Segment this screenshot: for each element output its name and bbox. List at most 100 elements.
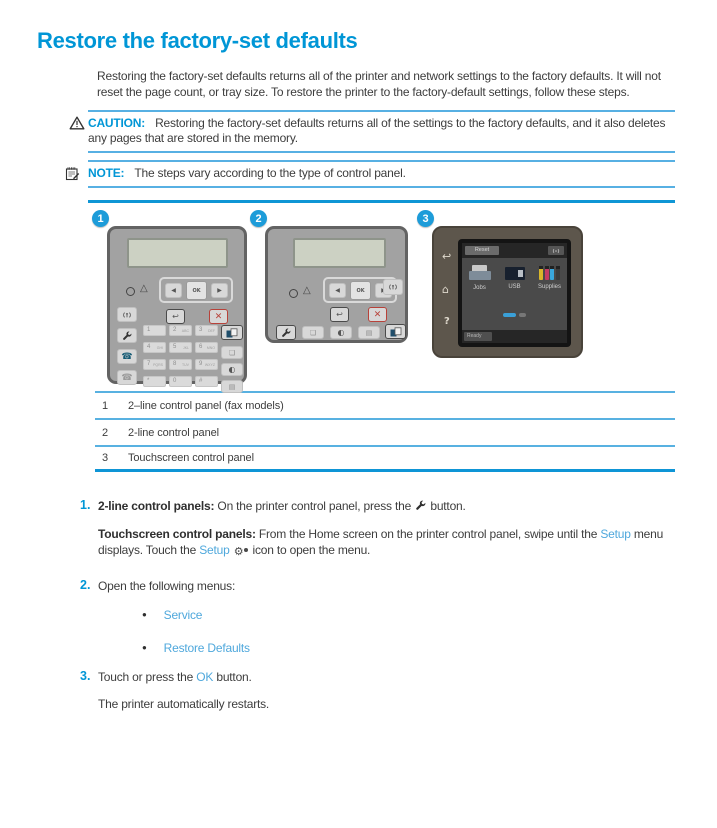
link-setup[interactable]: Setup <box>600 527 631 541</box>
copy-button <box>221 325 243 340</box>
usb-app: USB <box>499 265 531 291</box>
wrench-icon <box>415 499 426 515</box>
usb-label: USB <box>508 284 521 290</box>
ok-button: OK <box>186 281 207 300</box>
id-copy-button: ▤ <box>358 326 380 339</box>
reset-tab: Reset <box>465 246 499 255</box>
callout-badge-2: 2 <box>250 210 267 227</box>
two-line-control-panel-illustration: △ ◀ OK ▶ ↩ ✕ ❏ ◐ ▤ <box>265 226 408 343</box>
caution-label: CAUTION: <box>88 116 146 130</box>
step-2-text: Open the following menus: <box>98 579 236 593</box>
document-page: Restore the factory-set defaults Restori… <box>0 28 717 828</box>
table-row: 2 2-line control panel <box>95 418 675 445</box>
help-icon: ? <box>444 316 450 327</box>
gear-icon: ⚙ <box>234 543 249 560</box>
link-setup[interactable]: Setup <box>199 543 230 557</box>
step-3-result-text: The printer automatically restarts. <box>98 697 270 711</box>
bullet-icon: ● <box>142 610 147 619</box>
redial-button: ☎ <box>117 370 137 385</box>
step-number: 1. <box>80 498 91 512</box>
touchscreen-control-panel-illustration: ↩ ⌂ ? Reset Jobs <box>432 226 583 358</box>
note-callout: NOTE: The steps vary according to the typ… <box>65 160 675 188</box>
menu-link-restore-defaults[interactable]: Restore Defaults <box>163 641 250 655</box>
back-button: ↩ <box>166 309 185 324</box>
step-1: 1. 2-line control panels: On the printer… <box>80 498 670 560</box>
left-arrow-button: ◀ <box>165 283 182 298</box>
menu-link-service[interactable]: Service <box>163 608 203 622</box>
keypad-key-1: 1 <box>143 325 166 336</box>
touchscreen-bezel: Reset Jobs USB <box>458 239 571 347</box>
section-divider <box>88 200 675 203</box>
collate-button: ▤ <box>221 380 243 393</box>
step-2: 2. Open the following menus: ● Service ●… <box>80 578 670 669</box>
touchscreen-top-bar: Reset <box>462 243 567 258</box>
lcd-display <box>293 238 386 268</box>
legend-number: 2 <box>102 426 109 439</box>
note-label: NOTE: <box>88 166 125 180</box>
link-ok[interactable]: OK <box>196 670 214 684</box>
fax-button: ☎ <box>117 349 137 364</box>
supplies-label: Supplies <box>537 284 561 290</box>
back-button: ↩ <box>330 307 349 322</box>
attention-icon: △ <box>303 285 311 296</box>
step-3: 3. Touch or press the OK button. The pri… <box>80 669 670 712</box>
wireless-status-icon <box>548 246 564 255</box>
legend-number: 3 <box>102 452 109 464</box>
step-number: 2. <box>80 578 91 592</box>
jobs-icon <box>468 265 491 281</box>
copy-options-button: ❏ <box>302 326 324 339</box>
cancel-button: ✕ <box>368 307 387 322</box>
caution-callout: CAUTION:Restoring the factory-set defaul… <box>69 110 675 153</box>
touchscreen: Reset Jobs USB <box>462 243 567 343</box>
legend-number: 1 <box>102 399 109 412</box>
supplies-app: Supplies <box>534 265 566 291</box>
legend-description: Touchscreen control panel <box>128 452 254 464</box>
contrast-button: ◐ <box>221 363 243 376</box>
contrast-button: ◐ <box>330 326 352 339</box>
list-item: ● Service <box>142 607 670 623</box>
ready-status: Ready <box>464 332 492 341</box>
usb-icon <box>504 267 525 280</box>
back-icon: ↩ <box>442 250 452 263</box>
keypad-key-0: 0 <box>169 376 192 387</box>
nav-cluster: ◀ OK ▶ <box>159 277 233 303</box>
active-page-dot <box>503 313 516 317</box>
keypad-key-*: * <box>143 376 166 387</box>
bullet-icon: ● <box>142 643 147 652</box>
note-text: The steps vary according to the type of … <box>134 166 406 180</box>
setup-wrench-button <box>276 325 296 340</box>
table-row: 3 Touchscreen control panel <box>95 445 675 472</box>
page-indicator <box>462 313 567 317</box>
jobs-label: Jobs <box>473 285 486 291</box>
menu-bullet-list: ● Service ● Restore Defaults <box>142 607 670 656</box>
ok-button: OK <box>350 281 371 300</box>
wireless-button <box>383 279 403 295</box>
note-memo-icon <box>65 166 80 185</box>
legend-description: 2-line control panel <box>128 426 219 439</box>
touchscreen-status-bar: Ready <box>462 330 567 343</box>
wireless-button <box>117 307 137 322</box>
intro-paragraph: Restoring the factory-set defaults retur… <box>97 69 661 99</box>
warning-triangle-icon <box>69 116 85 134</box>
step-1-touchscreen-text: Touchscreen control panels: From the Hom… <box>98 527 664 560</box>
ready-light-icon <box>289 289 298 298</box>
setup-wrench-button <box>117 328 137 343</box>
inactive-page-dot <box>519 313 526 317</box>
figure-legend-table: 1 2–line control panel (fax models) 2 2-… <box>95 391 675 472</box>
touchscreen-apps-row: Jobs USB Supplies <box>462 265 567 291</box>
number-of-copies-button: ❏ <box>221 346 243 359</box>
left-arrow-button: ◀ <box>329 283 346 298</box>
lcd-display <box>127 238 228 268</box>
copy-button <box>385 324 406 339</box>
callout-badge-1: 1 <box>92 210 109 227</box>
